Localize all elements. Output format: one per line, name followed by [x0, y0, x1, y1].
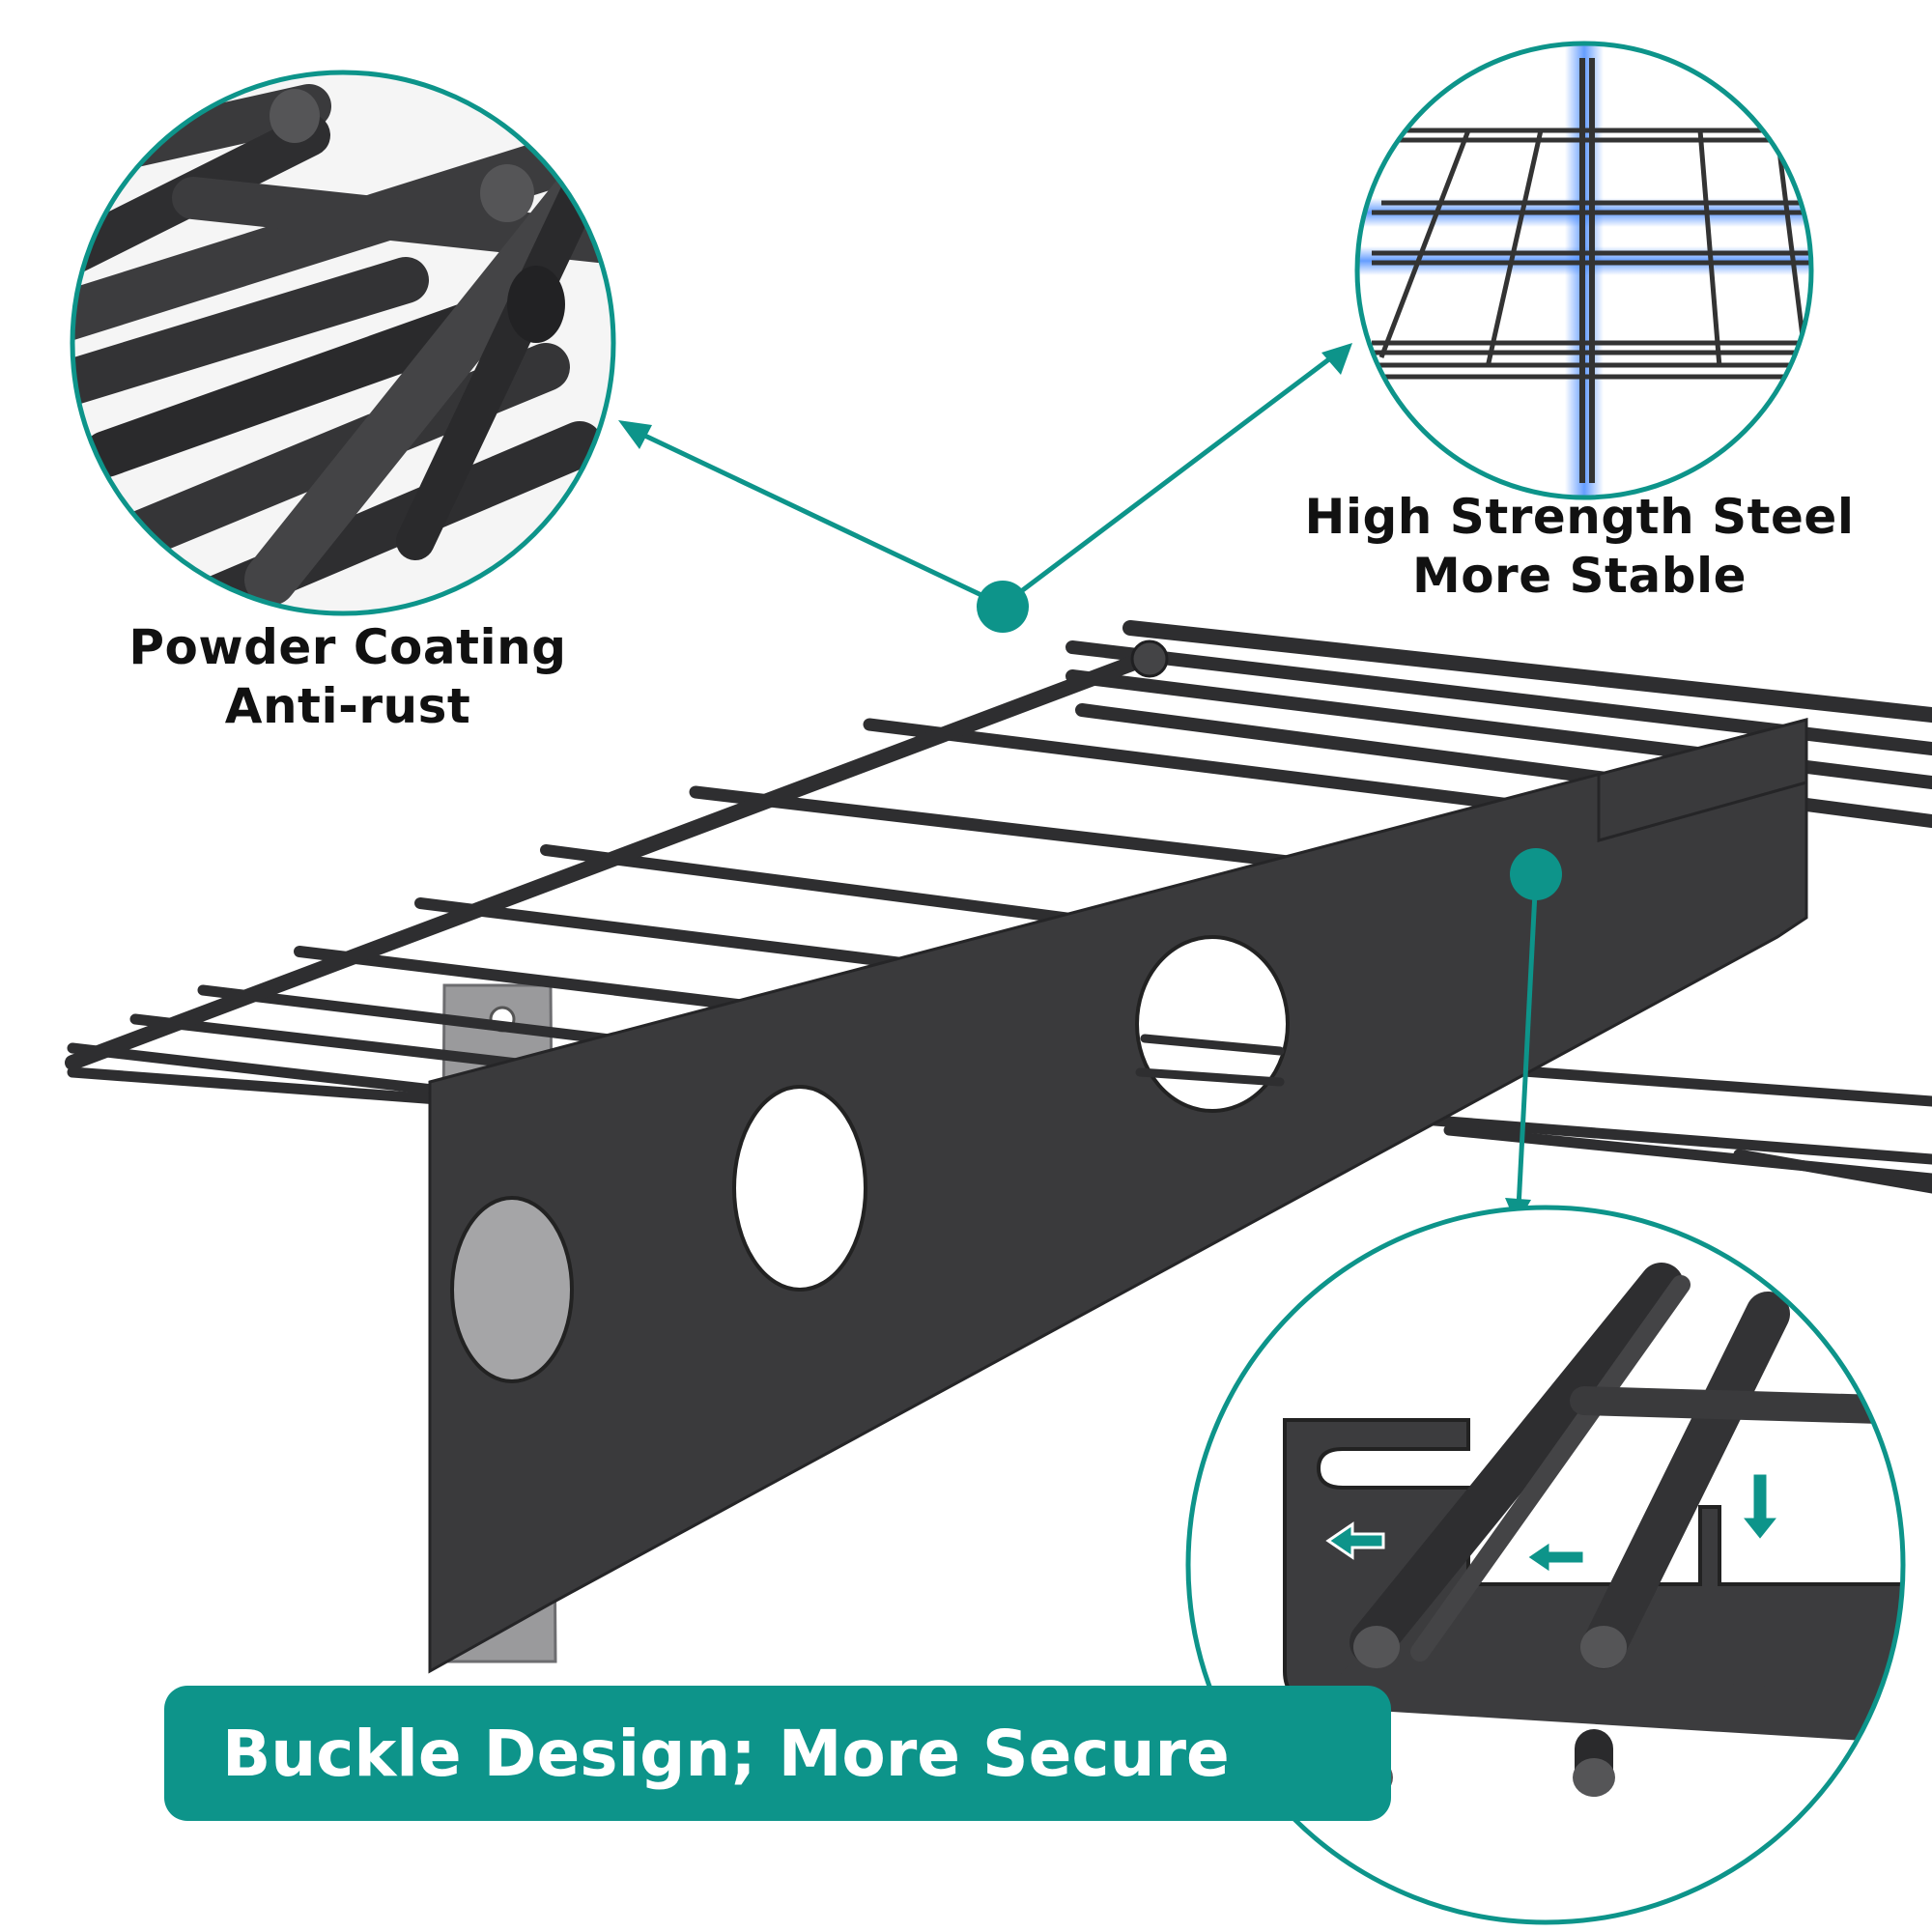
- wire-shelf: [65, 620, 1932, 1674]
- feature-banner: Buckle Design; More Secure: [164, 1686, 1391, 1821]
- callout-line: High Strength Steel: [1304, 489, 1855, 545]
- callout-connectors: [618, 343, 1562, 1225]
- callout-line: Powder Coating: [128, 619, 567, 675]
- detail-circle-steel: [1354, 41, 1814, 500]
- callout-line: Anti-rust: [224, 678, 471, 734]
- arrow-down-icon: [1737, 1471, 1783, 1544]
- banner-text: Buckle Design; More Secure: [222, 1716, 1230, 1791]
- callout-line: More Stable: [1411, 548, 1747, 604]
- arrow-left-icon: [1523, 1538, 1586, 1577]
- detail-circle-coating: [70, 70, 616, 616]
- callout-label-high-strength-steel: High Strength Steel More Stable: [1299, 488, 1860, 606]
- callout-label-powder-coating: Powder Coating Anti-rust: [97, 618, 599, 736]
- arrow-left-icon: [1325, 1521, 1385, 1560]
